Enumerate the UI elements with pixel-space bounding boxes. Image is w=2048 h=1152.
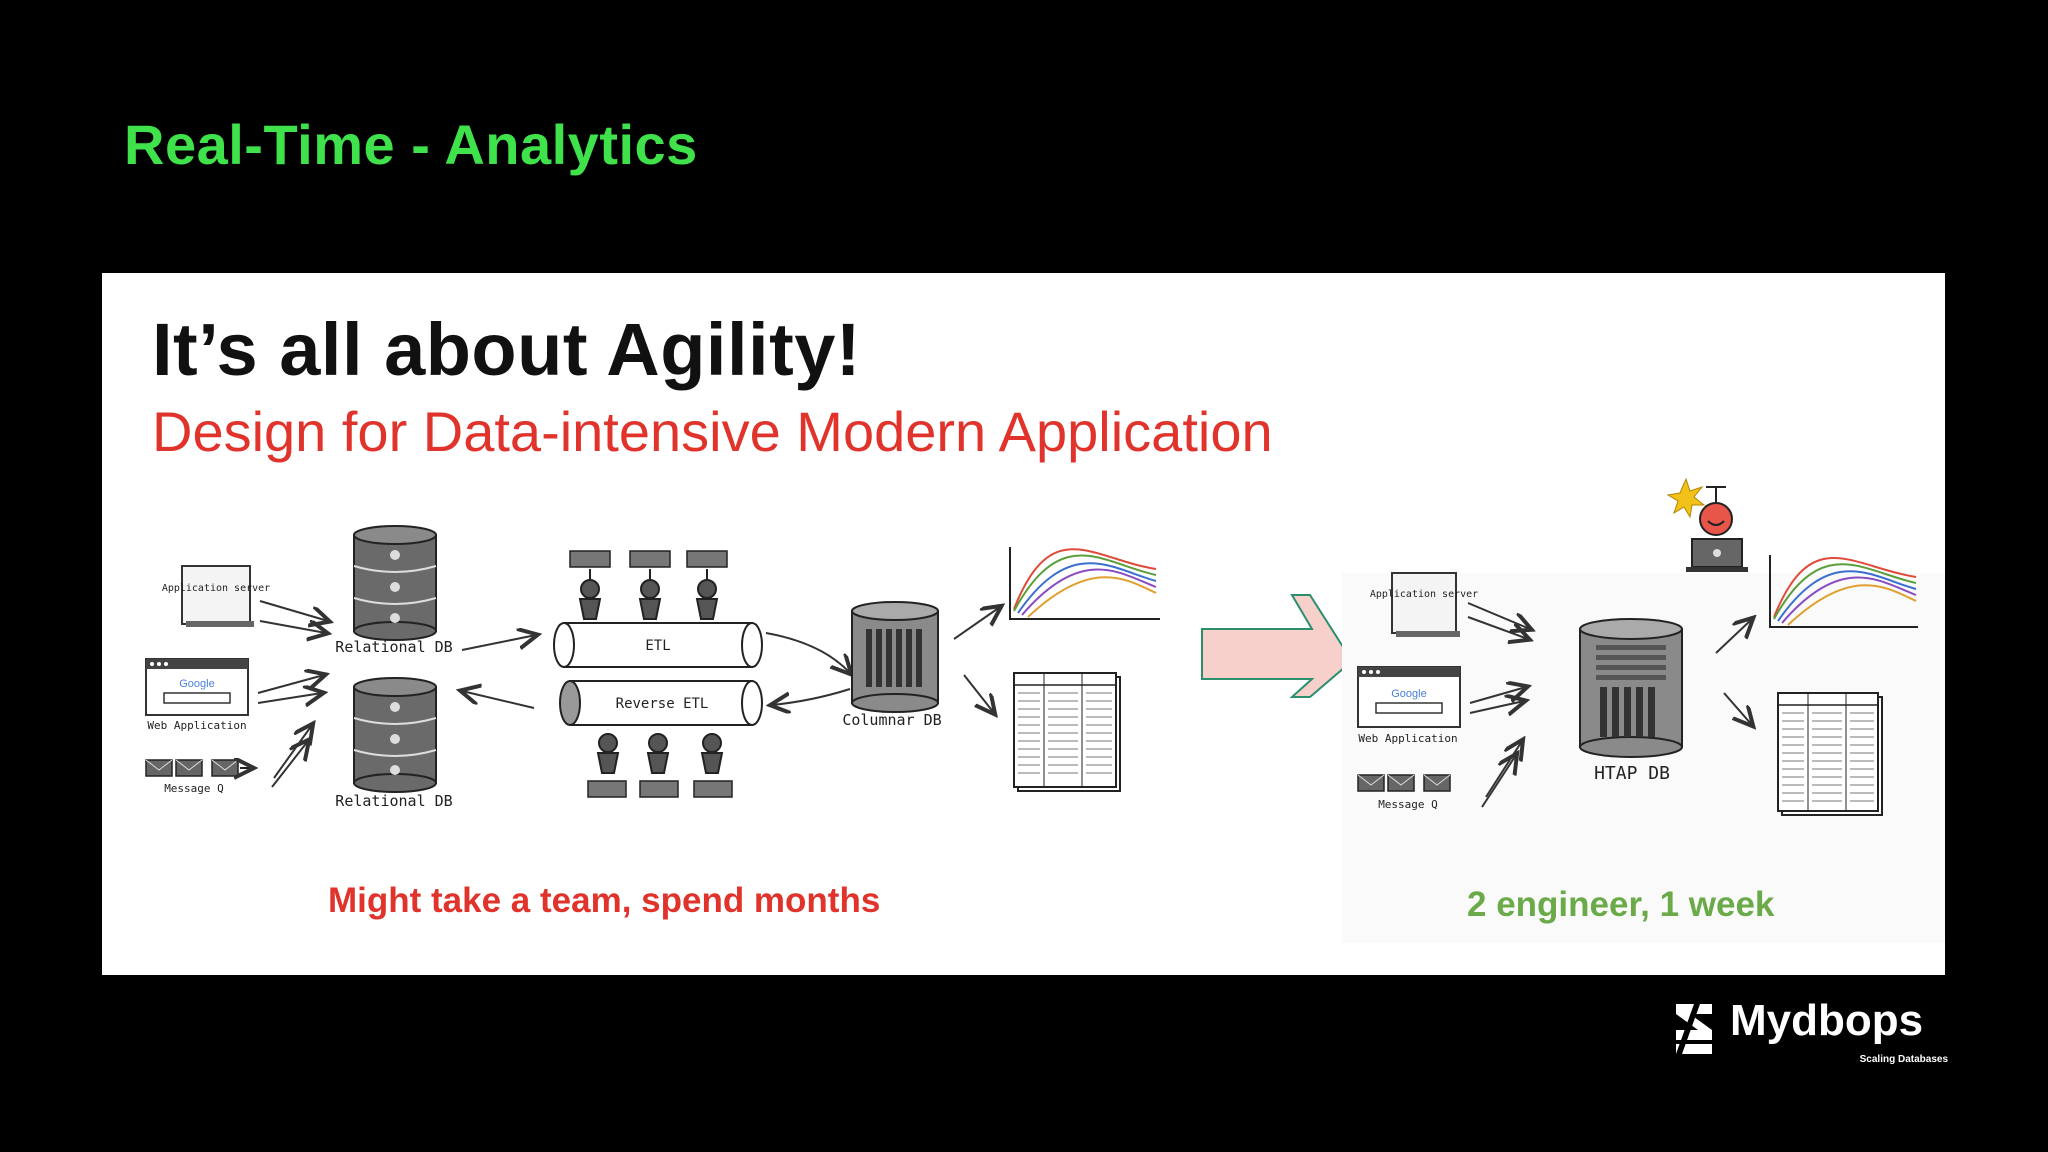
- transition-arrow: [1201, 594, 1354, 698]
- left-caption: Might take a team, spend months: [328, 881, 881, 920]
- etl-label: ETL: [645, 638, 670, 654]
- htap-db-label: HTAP DB: [1594, 763, 1670, 784]
- reverse-etl-label: Reverse ETL: [616, 696, 709, 712]
- web-app-window-right: Google Web Application: [1357, 666, 1461, 745]
- right-caption: 2 engineer, 1 week: [1467, 885, 1775, 924]
- line-chart-right: [1769, 555, 1918, 628]
- app-server-box: Application server: [162, 565, 270, 627]
- panel-subheading: Design for Data-intensive Modern Applica…: [152, 400, 1273, 463]
- mydbops-logo-icon: [1676, 1004, 1712, 1054]
- app-server-box-right: Application server: [1370, 572, 1478, 637]
- output-arrows-left: [953, 607, 1000, 713]
- google-logo-label: Google: [179, 678, 214, 690]
- web-app-right-label: Web Application: [1358, 732, 1457, 745]
- message-q-right-label: Message Q: [1378, 798, 1438, 811]
- message-q-label: Message Q: [164, 782, 224, 795]
- brand-name: Mydbops: [1730, 996, 1924, 1045]
- web-app-window: Google Web Application: [145, 658, 249, 732]
- line-chart-left: [1009, 547, 1160, 620]
- message-queue: Message Q: [145, 760, 252, 795]
- output-arrows-right: [1715, 619, 1752, 725]
- reverse-etl-pipe: Reverse ETL: [559, 680, 763, 726]
- app-server-label: Application server: [162, 583, 270, 594]
- columnar-db-label: Columnar DB: [842, 711, 941, 729]
- google-logo-right-label: Google: [1391, 688, 1426, 700]
- message-queue-right: Message Q: [1357, 774, 1451, 811]
- brand: Mydbops Scaling Databases: [1672, 996, 1948, 1072]
- htap-db: HTAP DB: [1579, 618, 1683, 784]
- input-arrows: [257, 600, 536, 788]
- etl-arrows: [766, 632, 850, 705]
- architecture-diagram: Application server Google Web Applicatio…: [145, 477, 1945, 943]
- engineer-figure: [1666, 477, 1748, 572]
- relational-db-bottom-label: Relational DB: [335, 792, 452, 810]
- brand-tagline: Scaling Databases: [1859, 1054, 1948, 1065]
- etl-workers-top: [569, 550, 728, 620]
- relational-db-top-label: Relational DB: [335, 638, 452, 656]
- relational-db-bottom: Relational DB: [335, 677, 453, 810]
- etl-pipe: ETL: [553, 622, 763, 668]
- app-server-right-label: Application server: [1370, 589, 1478, 600]
- result-table-right: [1777, 692, 1883, 816]
- etl-workers-bottom: [587, 733, 733, 798]
- columnar-db: Columnar DB: [842, 601, 942, 729]
- diagram-panel: It’s all about Agility! Design for Data-…: [102, 273, 1945, 975]
- panel-heading: It’s all about Agility!: [152, 308, 862, 391]
- web-app-label: Web Application: [147, 719, 246, 732]
- slide-title: Real-Time - Analytics: [124, 113, 698, 176]
- input-arrows-right: [1467, 602, 1530, 808]
- result-table-left: [1013, 672, 1121, 792]
- relational-db-top: Relational DB: [335, 525, 453, 656]
